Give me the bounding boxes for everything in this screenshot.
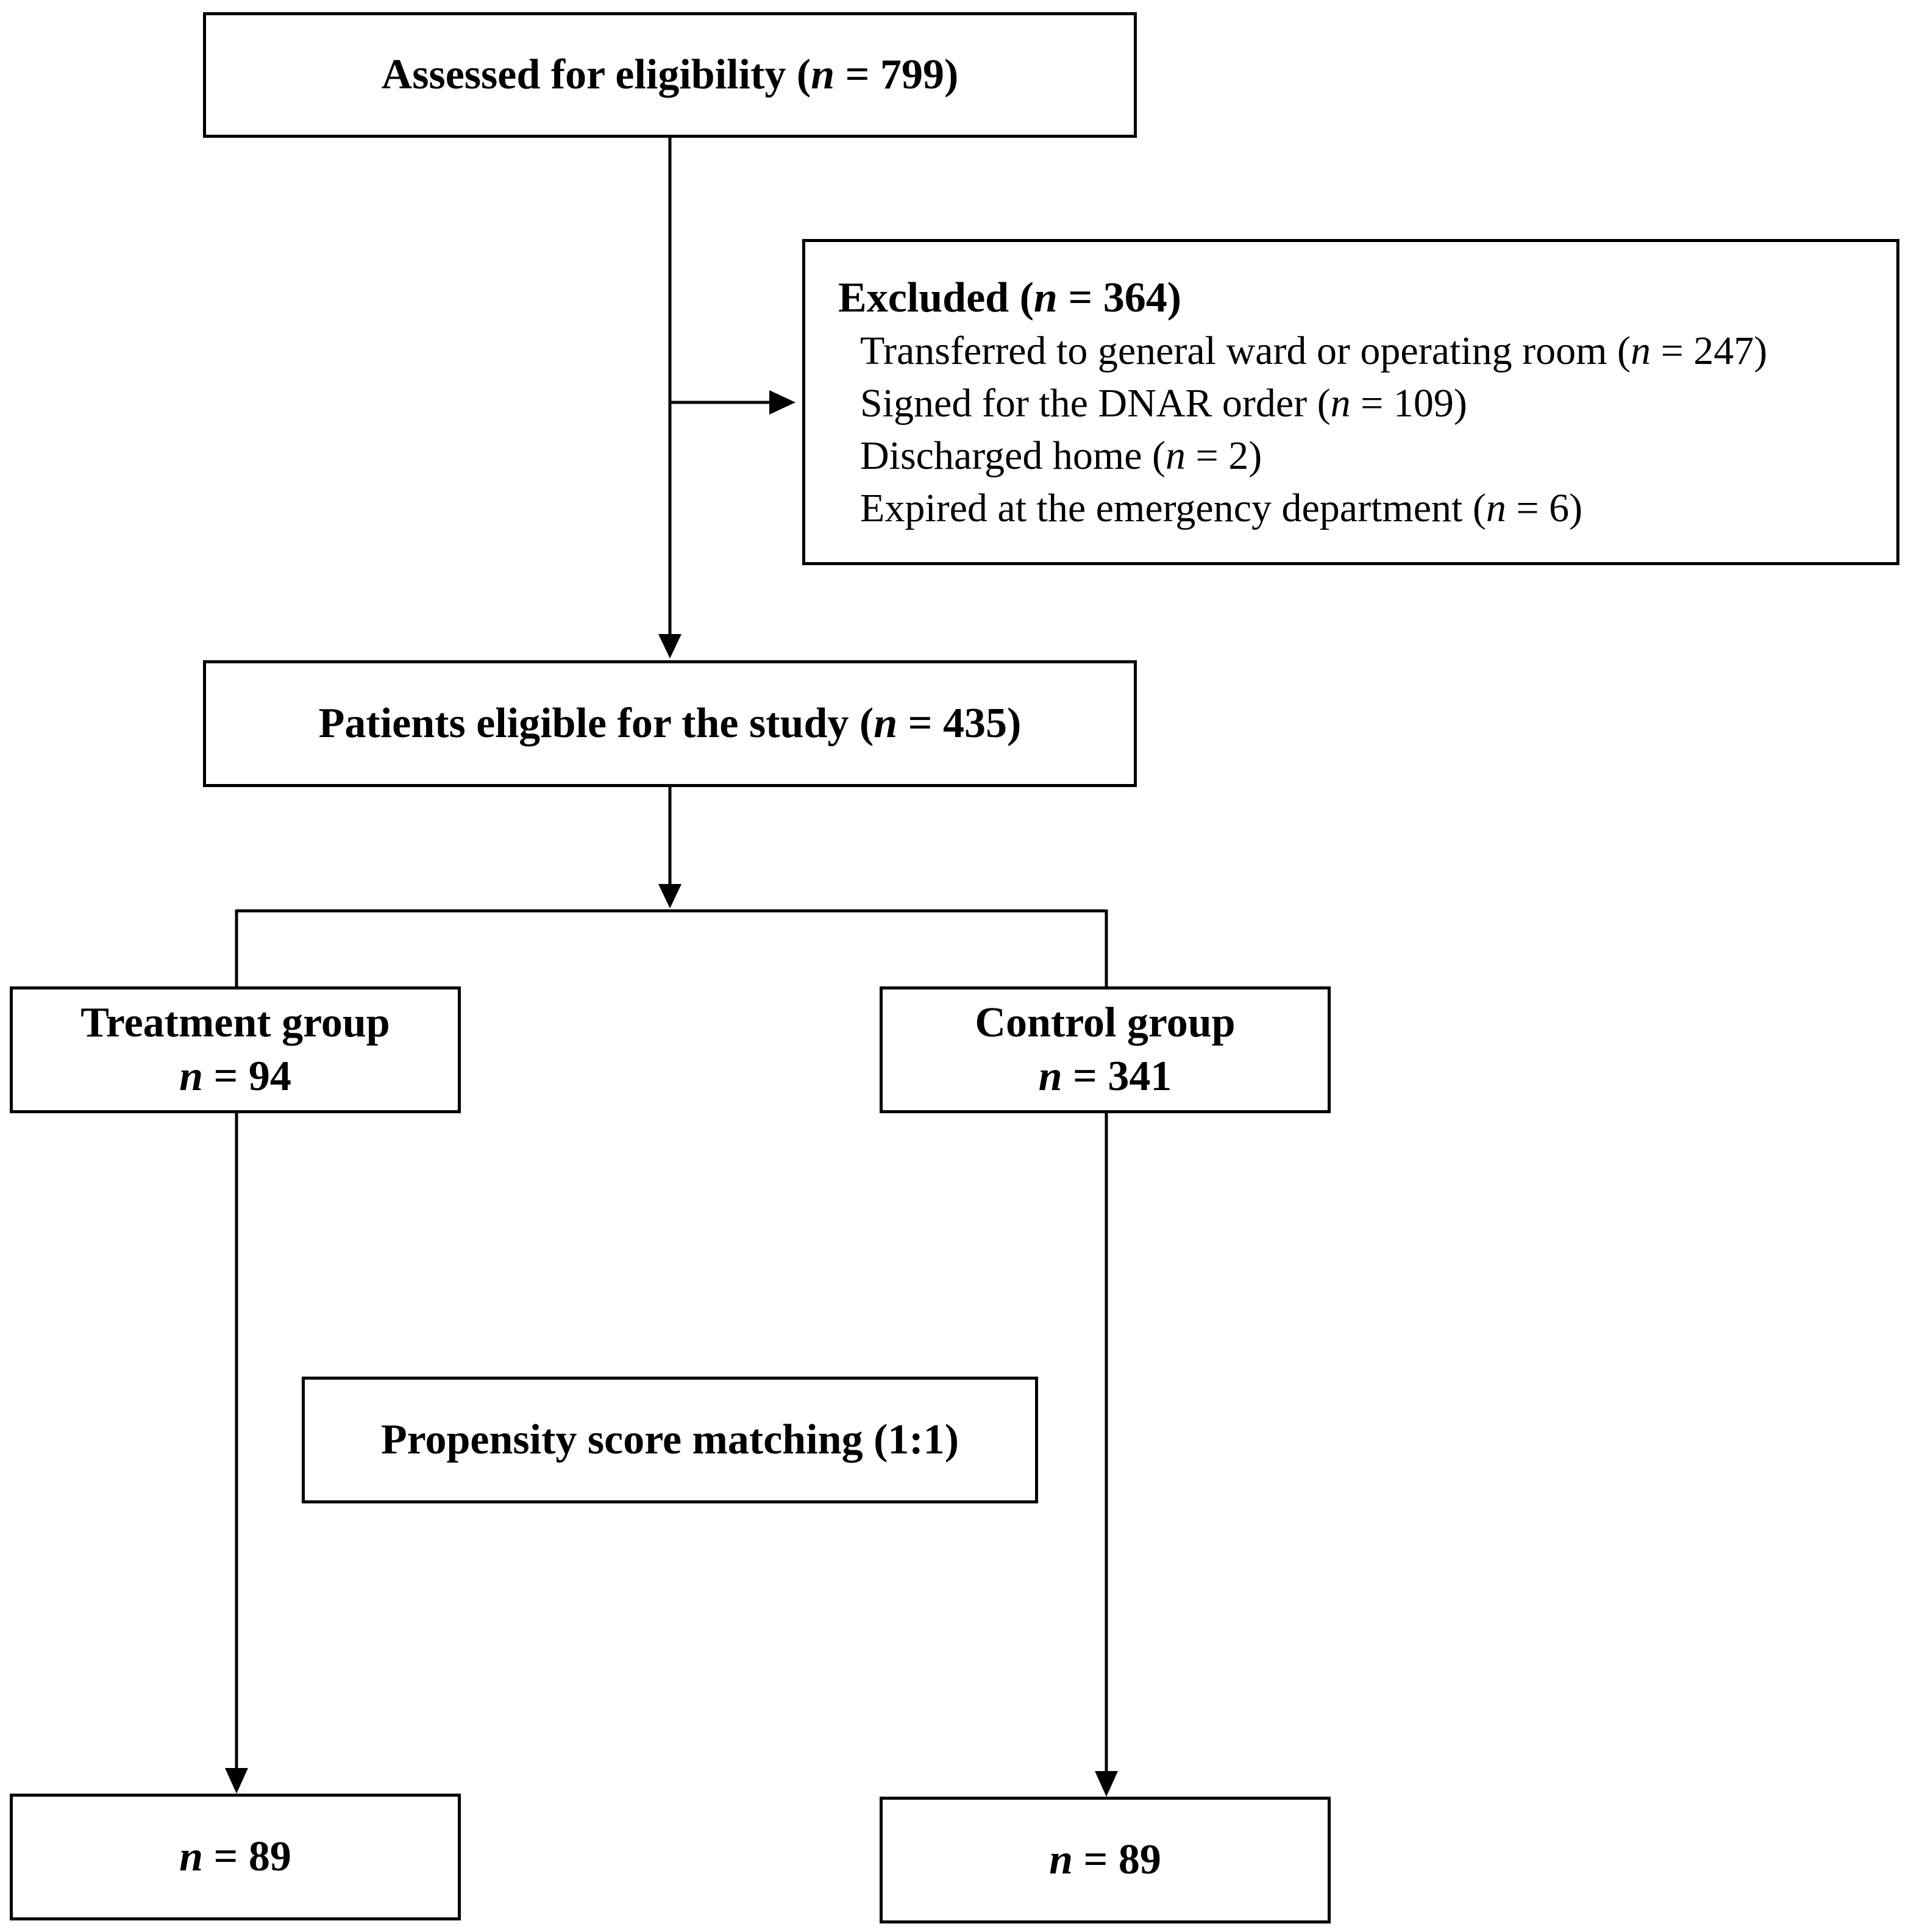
excluded-reason-text: Transferred to general ward or operating…	[860, 329, 1607, 373]
arrowhead-control-matched	[1095, 1771, 1118, 1797]
excluded-reason-n-prefix: n	[1630, 329, 1651, 373]
control-matched-n-prefix: n	[1049, 1836, 1073, 1883]
excluded-reason-3: Discharged home (n = 2)	[860, 433, 1262, 478]
excluded-heading: Excluded (n = 364)	[838, 274, 1182, 321]
treatment-n-prefix: n	[179, 1053, 204, 1100]
assessed-box: Assessed for eligibility (n = 799)	[203, 12, 1137, 138]
assessed-n-value: = 799	[845, 51, 945, 98]
control-group-count: n = 341	[1039, 1050, 1172, 1103]
treatment-group-label: Treatment group	[80, 999, 390, 1046]
excluded-reason-n-value: = 247	[1660, 329, 1754, 373]
treatment-matched-count: n = 89	[179, 1830, 291, 1884]
treatment-matched-n-value: = 89	[213, 1833, 291, 1880]
excluded-reason-n-prefix: n	[1486, 486, 1506, 530]
treatment-n-value: = 94	[213, 1053, 291, 1100]
matching-label: Propensity score matching (1:1)	[380, 1416, 959, 1463]
arrowhead-eligible	[658, 634, 681, 658]
excluded-reason-n-value: = 109	[1361, 381, 1454, 426]
excluded-reason-n-value: = 2	[1195, 433, 1249, 478]
control-group-label: Control group	[975, 999, 1236, 1046]
matching-box: Propensity score matching (1:1)	[302, 1377, 1038, 1503]
excluded-label: Excluded	[838, 274, 1009, 321]
arrowhead-split	[658, 884, 681, 908]
control-matched-box: n = 89	[880, 1797, 1331, 1923]
eligible-label: Patients eligible for the study	[318, 700, 849, 747]
excluded-reason-n-prefix: n	[1330, 381, 1351, 426]
control-n-prefix: n	[1038, 1053, 1062, 1100]
excluded-reason-2: Signed for the DNAR order (n = 109)	[860, 381, 1467, 426]
eligible-n-value: = 435	[908, 700, 1008, 747]
eligible-n-prefix: n	[874, 700, 898, 747]
excluded-reason-4: Expired at the emergency department (n =…	[860, 486, 1583, 530]
eligible-box: Patients eligible for the study (n = 435…	[203, 660, 1137, 787]
arrowhead-excluded	[769, 390, 795, 415]
excluded-reason-text: Signed for the DNAR order	[860, 381, 1308, 426]
excluded-n-prefix: n	[1033, 274, 1058, 321]
control-n-value: = 341	[1073, 1053, 1172, 1100]
excluded-n-value: = 364	[1068, 274, 1167, 321]
excluded-reason-n-value: = 6	[1516, 486, 1570, 530]
excluded-reason-n-prefix: n	[1165, 433, 1186, 478]
excluded-reason-text: Discharged home	[860, 433, 1142, 478]
control-group-box: Control group n = 341	[880, 986, 1331, 1113]
arrowhead-treatment-matched	[225, 1768, 248, 1794]
treatment-group-count: n = 94	[179, 1050, 291, 1103]
excluded-reason-1: Transferred to general ward or operating…	[860, 329, 1768, 373]
excluded-reason-text: Expired at the emergency department	[860, 486, 1463, 530]
assessed-n-prefix: n	[811, 51, 835, 98]
treatment-matched-box: n = 89	[10, 1794, 461, 1920]
treatment-matched-n-prefix: n	[179, 1833, 204, 1880]
control-matched-n-value: = 89	[1083, 1836, 1161, 1883]
eligible-text: Patients eligible for the study (n = 435…	[318, 700, 1022, 747]
treatment-group-box: Treatment group n = 94	[10, 986, 461, 1113]
control-matched-count: n = 89	[1049, 1833, 1161, 1887]
excluded-box: Excluded (n = 364) Transferred to genera…	[802, 239, 1899, 565]
assessed-label: Assessed for eligibility	[381, 51, 786, 98]
assessed-text: Assessed for eligibility (n = 799)	[381, 51, 959, 98]
